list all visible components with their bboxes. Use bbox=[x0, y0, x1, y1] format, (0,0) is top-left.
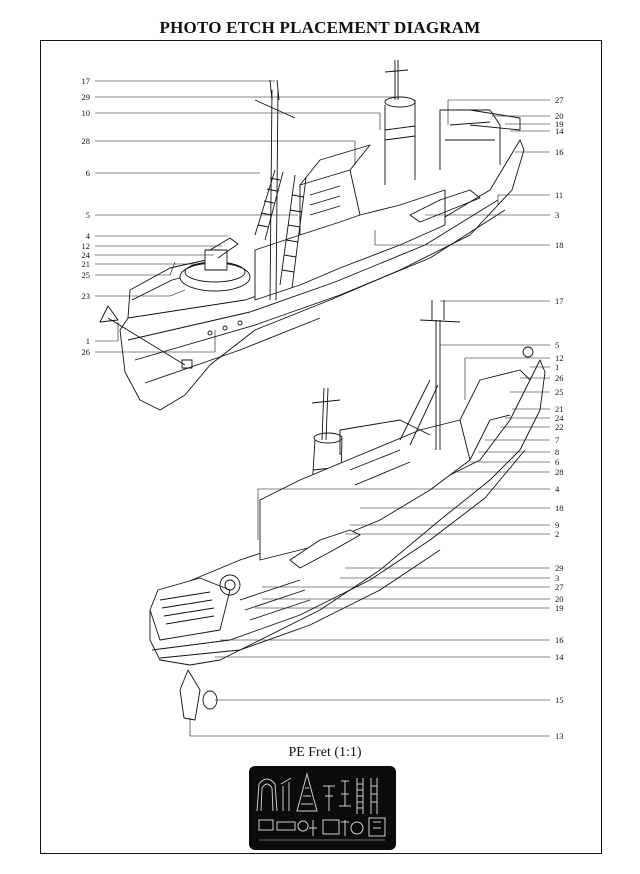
callout-12-bottom: 12 bbox=[555, 353, 564, 363]
callout-14-top: 14 bbox=[555, 126, 564, 136]
callout-26-top: 26 bbox=[81, 347, 91, 357]
callout-13-bottom: 13 bbox=[555, 731, 564, 741]
callout-3-bottom: 3 bbox=[555, 573, 560, 583]
callout-17-top: 17 bbox=[81, 76, 91, 86]
callout-19-bottom: 19 bbox=[555, 603, 564, 613]
page-title: PHOTO ETCH PLACEMENT DIAGRAM bbox=[159, 18, 481, 37]
callout-16-bottom: 16 bbox=[555, 635, 564, 645]
callout-5-bottom: 5 bbox=[555, 340, 560, 350]
callout-26-bottom: 26 bbox=[555, 373, 564, 383]
callout-20-bottom: 20 bbox=[555, 594, 564, 604]
callout-15-bottom: 15 bbox=[555, 695, 564, 705]
callout-25-bottom: 25 bbox=[555, 387, 564, 397]
pe-fret-image bbox=[249, 766, 396, 850]
callout-10-top: 10 bbox=[81, 108, 91, 118]
callout-7-bottom: 7 bbox=[555, 435, 560, 445]
callout-12-top: 12 bbox=[81, 241, 91, 251]
callout-11-top: 11 bbox=[555, 190, 564, 200]
callout-21-bottom: 21 bbox=[555, 404, 564, 414]
callout-25-top: 25 bbox=[81, 270, 91, 280]
leader-lines bbox=[95, 80, 550, 737]
callout-20-top: 20 bbox=[555, 111, 564, 121]
callout-27-bottom: 27 bbox=[555, 582, 564, 592]
callout-1-top: 1 bbox=[85, 336, 90, 346]
top-ship-drawing bbox=[99, 60, 525, 411]
diagram-frame bbox=[40, 40, 602, 854]
callout-21-top: 21 bbox=[81, 259, 91, 269]
callout-18-top: 18 bbox=[555, 240, 564, 250]
callout-27-top: 27 bbox=[555, 95, 564, 105]
callout-4-top: 4 bbox=[85, 231, 90, 241]
callout-4-bottom: 4 bbox=[555, 484, 560, 494]
callout-29-top: 29 bbox=[81, 92, 91, 102]
fret-caption: PE Fret (1:1) bbox=[288, 745, 362, 760]
callout-9-bottom: 9 bbox=[555, 520, 560, 530]
callout-23-top: 23 bbox=[81, 291, 91, 301]
callout-29-bottom: 29 bbox=[555, 563, 564, 573]
callout-24-bottom: 24 bbox=[555, 413, 564, 423]
callout-17-bottom: 17 bbox=[555, 296, 564, 306]
callout-24-top: 24 bbox=[81, 250, 91, 260]
callout-28-bottom: 28 bbox=[555, 467, 564, 477]
callout-22-bottom: 22 bbox=[555, 422, 564, 432]
callout-8-bottom: 8 bbox=[555, 447, 560, 457]
callout-1-bottom: 1 bbox=[555, 362, 560, 372]
callout-28-top: 28 bbox=[81, 136, 91, 146]
callout-19-top: 19 bbox=[555, 119, 564, 129]
callout-18-bottom: 18 bbox=[555, 503, 564, 513]
callout-2-bottom: 2 bbox=[555, 529, 560, 539]
callout-5-top: 5 bbox=[85, 210, 90, 220]
pe-fret-parts bbox=[256, 772, 386, 841]
bottom-ship-drawing bbox=[149, 300, 546, 721]
callout-6-bottom: 6 bbox=[555, 457, 560, 467]
callout-14-bottom: 14 bbox=[555, 652, 564, 662]
callout-16-top: 16 bbox=[555, 147, 564, 157]
callout-6-top: 6 bbox=[85, 168, 90, 178]
callout-3-top: 3 bbox=[555, 210, 560, 220]
